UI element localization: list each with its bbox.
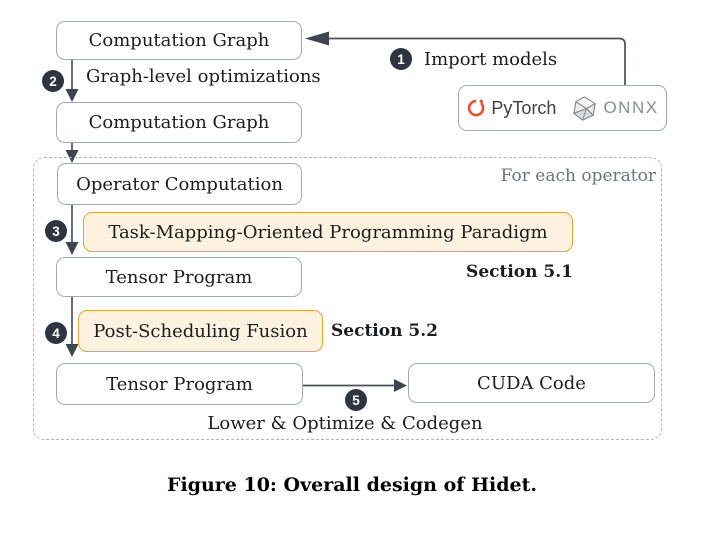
pytorch-flame-icon (468, 99, 485, 117)
node-label: Operator Computation (76, 173, 283, 195)
onnx-logo: ONNX (571, 95, 658, 122)
node-tensor-program-2: Tensor Program (56, 363, 303, 405)
node-label: Tensor Program (106, 373, 253, 395)
figure-caption: Figure 10: Overall design of Hidet. (166, 474, 538, 496)
node-task-mapping-paradigm: Task-Mapping-Oriented Programming Paradi… (83, 212, 573, 252)
arrowhead-graph-opt (65, 89, 79, 102)
node-tensor-program-1: Tensor Program (56, 257, 302, 297)
step-badge-3: 3 (45, 220, 67, 242)
arrowhead-codegen (394, 379, 407, 392)
node-cuda-code: CUDA Code (408, 363, 655, 403)
step-badge-5: 5 (345, 389, 367, 411)
label-import-models: Import models (424, 49, 558, 70)
node-computation-graph-1: Computation Graph (56, 21, 302, 60)
node-frameworks: PyTorch ONNX (458, 85, 667, 131)
label-graph-level-optimizations: Graph-level optimizations (86, 66, 321, 87)
step-badge-4: 4 (45, 322, 67, 344)
label-section-5-2: Section 5.2 (331, 321, 438, 341)
node-operator-computation: Operator Computation (57, 163, 302, 205)
for-each-operator-frame (33, 157, 662, 440)
node-computation-graph-2: Computation Graph (56, 102, 302, 143)
label-lower-optimize-codegen: Lower & Optimize & Codegen (207, 413, 483, 434)
pytorch-logo: PyTorch (466, 98, 556, 119)
arrowhead-task-mapping (65, 242, 79, 255)
arrow-import-models (328, 37, 626, 85)
step-badge-2: 2 (42, 70, 64, 92)
step-badge-1: 1 (390, 48, 412, 70)
node-label: CUDA Code (477, 372, 586, 394)
arrowhead-post-fusion (65, 344, 79, 357)
node-label: Task-Mapping-Oriented Programming Paradi… (108, 221, 548, 243)
label-for-each-operator: For each operator (500, 166, 656, 186)
node-post-scheduling-fusion: Post-Scheduling Fusion (78, 310, 323, 352)
label-section-5-1: Section 5.1 (466, 262, 573, 282)
node-label: Computation Graph (88, 112, 270, 133)
node-label: Tensor Program (105, 266, 253, 288)
arrowhead-import (305, 31, 329, 46)
node-label: Computation Graph (88, 30, 270, 51)
onnx-wordmark: ONNX (603, 98, 659, 117)
node-label: Post-Scheduling Fusion (93, 320, 308, 342)
arrowhead-operator-loop (65, 150, 79, 163)
pytorch-wordmark: PyTorch (491, 97, 557, 118)
onnx-icon (573, 95, 597, 121)
